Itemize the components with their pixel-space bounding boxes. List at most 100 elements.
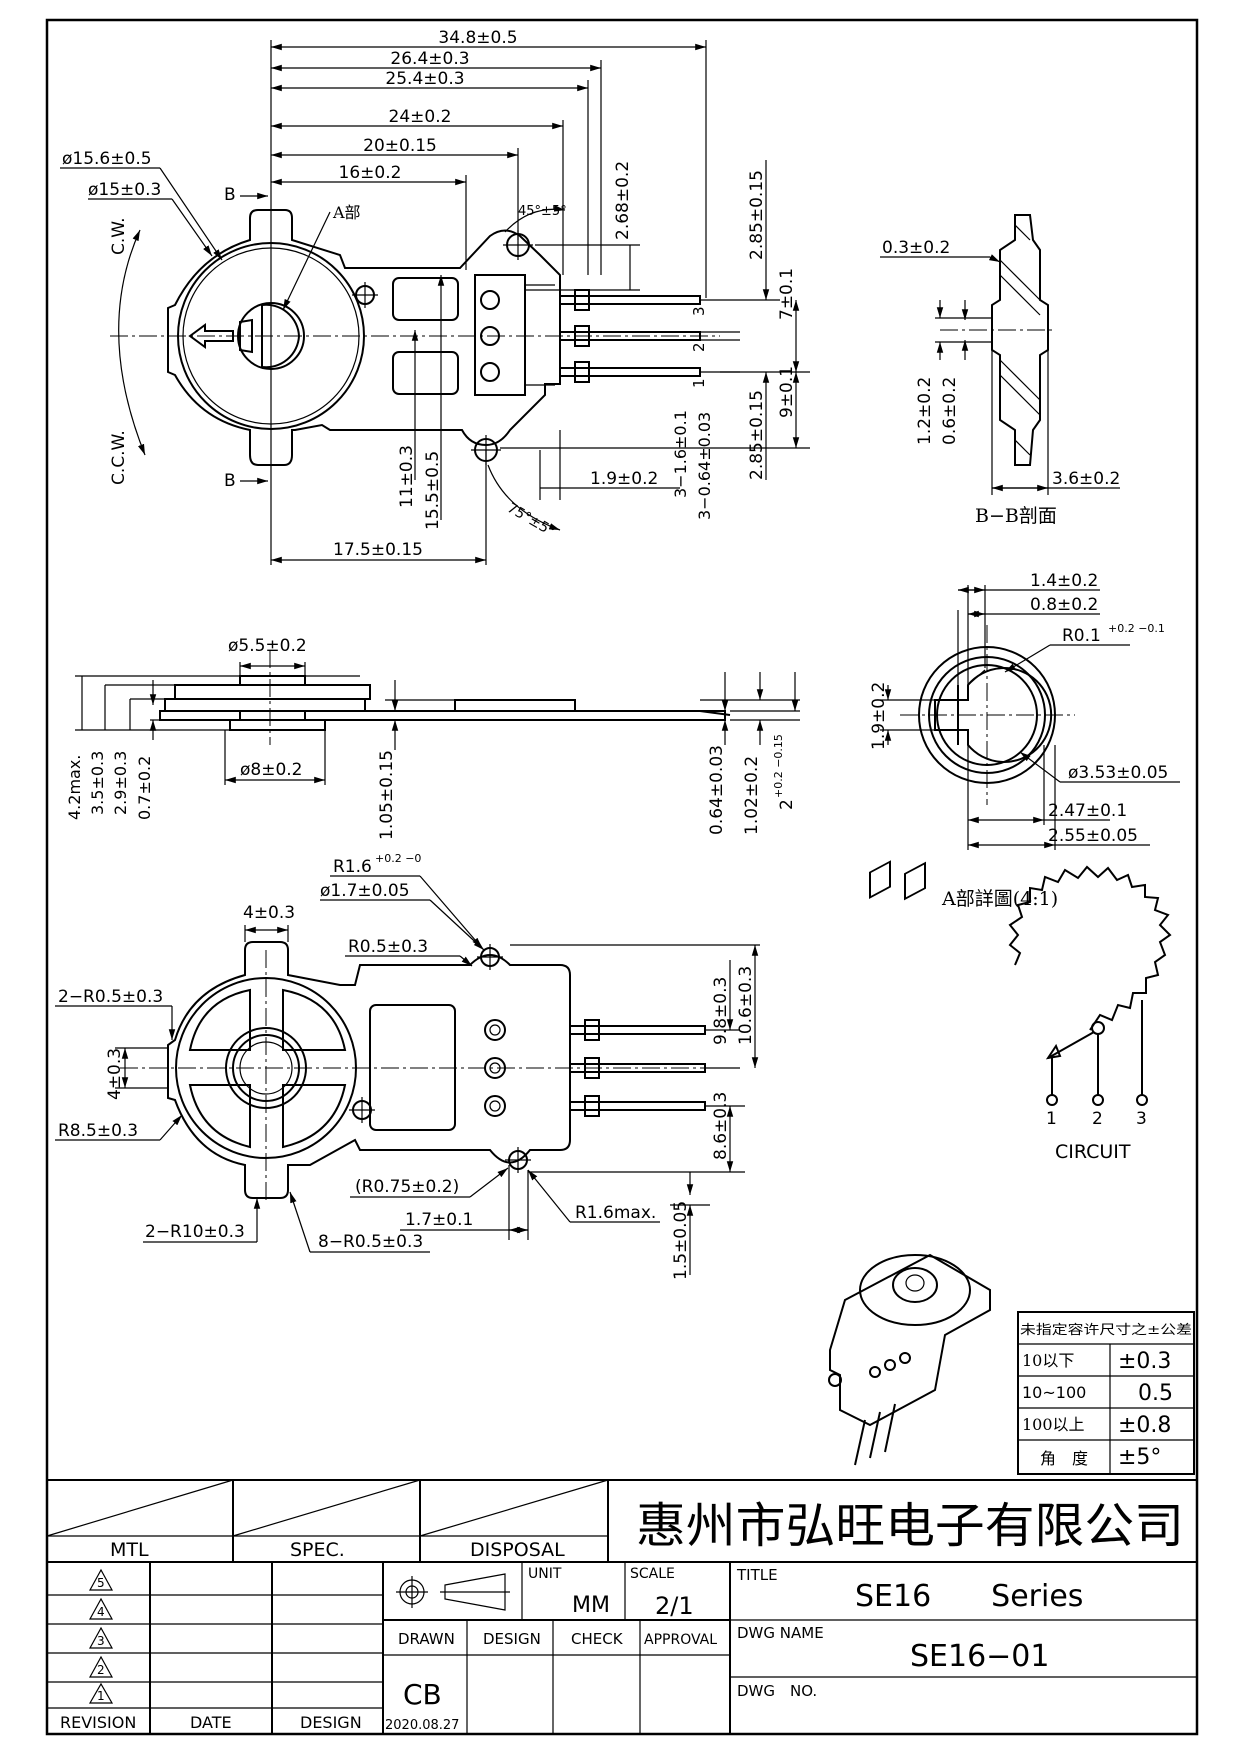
dim-2-68: 2.68±0.2 (613, 161, 633, 240)
dim-1-5: 1.5±0.05 (671, 1201, 691, 1280)
tol-range-2: 10~100 (1022, 1383, 1086, 1402)
dim-8-6: 8.6±0.3 (711, 1092, 731, 1160)
dim-a-dia-3-53: ø3.53±0.05 (1068, 763, 1168, 783)
dim-75deg: 75°±5° (504, 500, 557, 540)
dim-0-64: 0.64±0.03 (707, 745, 727, 835)
tolerance-table: 未指定容许尺寸之±公差 10以下 ±0.3 10~100 0.5 100以上 ±… (1017, 1311, 1195, 1475)
dim-r0-75: (R0.75±0.2) (355, 1177, 459, 1197)
scale-value: 2/1 (655, 1592, 694, 1620)
revision-5: 5 (97, 1576, 105, 1590)
dim-pin-width: 3−1.6±0.1 (671, 410, 690, 498)
detail-a-ref: A部 (332, 203, 361, 222)
title-label: TITLE (736, 1566, 778, 1584)
dim-10-6: 10.6±0.3 (736, 966, 756, 1045)
projection-symbol (396, 1573, 510, 1611)
drawn-date: 2020.08.27 (385, 1718, 459, 1733)
pin-2-label: 2 (690, 342, 708, 352)
dim-11: 11±0.3 (397, 445, 417, 508)
detail-a-view: 1.9±0.2 1.4±0.2 0.8±0.2 R0.1 +0.2 −0.1 ø… (869, 571, 1180, 910)
dim-a-0-8: 0.8±0.2 (1030, 595, 1098, 615)
design-col-label: DESIGN (300, 1713, 362, 1732)
tol-range-3: 100以上 (1022, 1415, 1085, 1434)
tol-header: 未指定容许尺寸之±公差 (1020, 1322, 1192, 1338)
dim-a-r0-1-tol: +0.2 −0.1 (1108, 622, 1165, 635)
dim-1-9: 1.9±0.2 (590, 469, 658, 489)
revision-4: 4 (97, 1605, 105, 1619)
section-b-bottom: B (224, 471, 236, 491)
dim-8-r0-5: 8−R0.5±0.3 (318, 1232, 423, 1252)
design-label: DESIGN (483, 1630, 541, 1648)
dim-9: 9±0.1 (777, 366, 797, 418)
dim-25-4: 25.4±0.3 (385, 69, 464, 89)
dim-pin-thickness: 3−0.64±0.03 (695, 412, 714, 520)
tol-range-1: 10以下 (1022, 1351, 1074, 1370)
dim-34-8: 34.8±0.5 (438, 28, 517, 48)
dim-0-6: 0.6±0.2 (940, 377, 960, 445)
circuit-label: CIRCUIT (1055, 1141, 1131, 1163)
section-bb-caption: B−B剖面 (975, 505, 1057, 527)
approval-label: APPROVAL (644, 1632, 717, 1648)
dim-4-left: 4±0.3 (105, 1048, 125, 1100)
dim-7: 7±0.1 (777, 268, 797, 320)
dim-4-top: 4±0.3 (243, 903, 295, 923)
company-name: 惠州市弘旺电子有限公司 (636, 1498, 1184, 1554)
dim-a-1-4: 1.4±0.2 (1030, 571, 1098, 591)
unit-label: UNIT (528, 1566, 562, 1582)
revision-3: 3 (97, 1634, 105, 1648)
scale-label: SCALE (630, 1566, 675, 1582)
dim-r8-5: R8.5±0.3 (58, 1121, 138, 1141)
dim-3-6: 3.6±0.2 (1052, 469, 1120, 489)
circuit-pin-2: 2 (1092, 1109, 1103, 1129)
dwg-name-label: DWG NAME (737, 1624, 824, 1642)
dwg-name-value: SE16−01 (910, 1639, 1049, 1674)
circuit-pin-3: 3 (1136, 1109, 1147, 1129)
pin-3-label: 3 (690, 306, 708, 316)
dim-2-tol: +0.2 −0.15 (772, 734, 785, 798)
dim-r1-6-tol: +0.2 −0 (375, 852, 421, 865)
title-block: MTL SPEC. DISPOSAL 惠州市弘旺电子有限公司 5 4 3 2 1… (46, 1479, 1197, 1734)
dim-r0-5: R0.5±0.3 (348, 937, 428, 957)
section-bb-view: 0.3±0.2 1.2±0.2 0.6±0.2 3.6±0.2 B−B剖面 (880, 214, 1120, 527)
ccw-label: C.C.W. (109, 430, 129, 485)
drawn-label: DRAWN (398, 1630, 455, 1648)
tol-range-4: 角 度 (1040, 1449, 1088, 1468)
dwg-no-label: DWG NO. (737, 1682, 817, 1700)
drawn-by: CB (403, 1678, 442, 1711)
title-value: SE16 Series (855, 1579, 1083, 1614)
dim-9-8: 9.8±0.3 (711, 977, 731, 1045)
bottom-view: R1.6 +0.2 −0 ø1.7±0.05 4±0.3 R0.5±0.3 2−… (55, 852, 760, 1280)
tol-value-1: ±0.3 (1118, 1349, 1171, 1374)
pin-1-label: 1 (690, 378, 708, 388)
revision-1: 1 (97, 1689, 105, 1703)
dim-3-5: 3.5±0.3 (88, 751, 107, 815)
cw-label: C.W. (109, 217, 129, 255)
dim-2-r0-5: 2−R0.5±0.3 (58, 987, 163, 1007)
dim-2-9: 2.9±0.3 (111, 751, 130, 815)
side-view: 4.2max. 3.5±0.3 2.9±0.3 0.7±0.2 ø5.5±0.2… (65, 636, 800, 840)
disposal-label: DISPOSAL (470, 1539, 565, 1561)
dim-dia-8: ø8±0.2 (240, 760, 303, 780)
isometric-illustration (828, 860, 991, 1466)
dim-dia-15: ø15±0.3 (88, 180, 161, 200)
dim-1-05: 1.05±0.15 (377, 750, 397, 840)
dim-2-85-top: 2.85±0.15 (747, 170, 767, 260)
dim-4-2max: 4.2max. (65, 755, 84, 820)
circuit-pin-1: 1 (1046, 1109, 1057, 1129)
dim-16: 16±0.2 (339, 163, 402, 183)
detail-a-caption: A部詳圖(4:1) (941, 888, 1058, 910)
check-label: CHECK (571, 1630, 624, 1648)
revision-col-label: REVISION (60, 1713, 136, 1732)
dim-15-5: 15.5±0.5 (423, 451, 443, 530)
dim-26-4: 26.4±0.3 (390, 49, 469, 69)
dim-20: 20±0.15 (363, 136, 437, 156)
dim-0-3: 0.3±0.2 (882, 238, 950, 258)
dim-1-2: 1.2±0.2 (915, 377, 935, 445)
dim-dia-15-6: ø15.6±0.5 (62, 149, 152, 169)
dim-a-1-9: 1.9±0.2 (869, 682, 889, 750)
dim-17-5: 17.5±0.15 (333, 540, 423, 560)
revision-2: 2 (97, 1663, 105, 1677)
dim-2: 2 (777, 799, 797, 810)
dim-dia-1-7: ø1.7±0.05 (320, 881, 410, 901)
section-b-top: B (224, 185, 236, 205)
